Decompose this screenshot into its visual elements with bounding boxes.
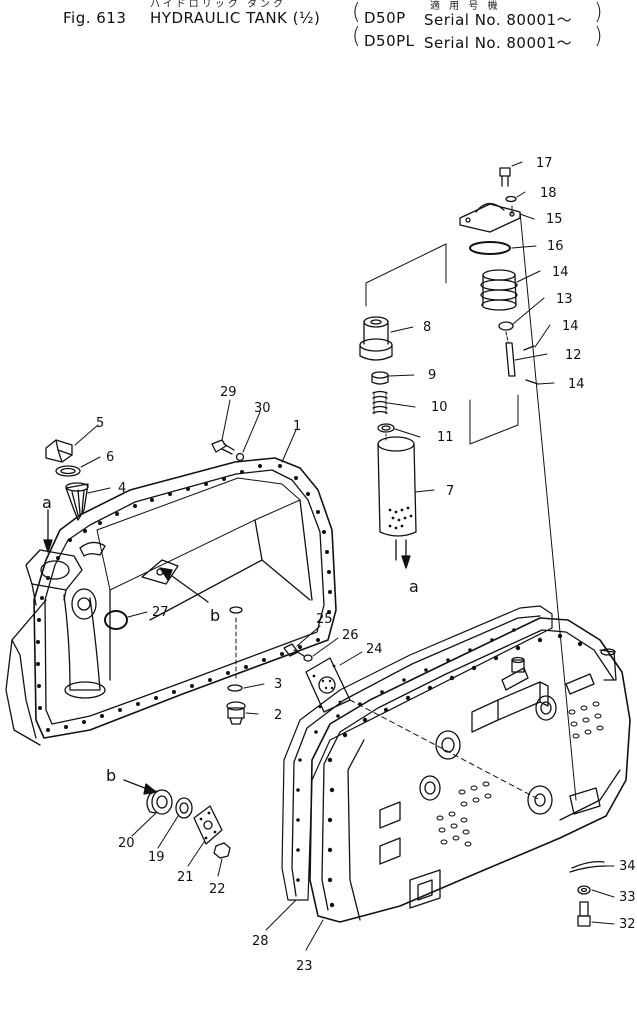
washer-19: [505, 195, 517, 203]
figure-number: Fig. 613: [63, 9, 127, 27]
wire-34: [571, 860, 605, 869]
bracket-close: ): [594, 0, 603, 25]
filter-assembly-outline-left: [365, 243, 447, 307]
breather-cap-16: [459, 202, 521, 233]
bolt-32: [577, 901, 591, 927]
bracket-open: (: [352, 0, 361, 25]
flange-22: [193, 805, 223, 845]
plug-2: [226, 701, 246, 725]
filter-assembly-outline-right: [469, 394, 519, 445]
callout-24: 23: [296, 959, 313, 974]
callout-5: 5: [96, 416, 104, 431]
bellows-15: [480, 269, 518, 311]
gasket-17: [469, 241, 511, 255]
callout-10: 10: [431, 400, 448, 415]
callout-22: 21: [177, 870, 194, 885]
o-ring-11: [377, 423, 395, 433]
bracket-close-2: ): [594, 24, 603, 49]
ref-a-filter: a: [409, 577, 419, 596]
applicability-model-2: D50PL: [364, 32, 415, 50]
bolt-18: [499, 167, 511, 187]
filter-element-7: [377, 436, 417, 561]
valve-9: [371, 371, 389, 385]
tank-right-half: [296, 617, 631, 923]
washer-27: [303, 654, 313, 662]
gasket-29: [281, 605, 553, 901]
ref-b-adapter: b: [106, 766, 116, 785]
callout-19: 18: [540, 186, 557, 201]
callout-14-lower: 14: [568, 377, 585, 392]
callout-29: 28: [252, 934, 269, 949]
callout-20: 19: [148, 850, 165, 865]
callout-2: 2: [274, 708, 282, 723]
strainer-4: [65, 482, 89, 521]
callout-12: 12: [565, 348, 582, 363]
filter-cover-8: [359, 316, 393, 361]
applicable-japanese: 適 用 号 機: [430, 1, 501, 12]
filler-cap-5: [45, 439, 73, 463]
applicability-serial-2: Serial No. 80001～: [424, 34, 573, 52]
callout-26: 25: [316, 612, 333, 627]
callout-16: 15: [546, 212, 563, 227]
figure-title: HYDRAULIC TANK (½): [150, 9, 321, 27]
washer-33: [577, 885, 591, 895]
callout-14-upper: 14: [562, 319, 579, 334]
callout-34: 34: [619, 859, 636, 874]
callout-25: 24: [366, 642, 383, 657]
callout-30: 29: [220, 385, 237, 400]
bolt-30: [211, 439, 235, 455]
callout-33: 33: [619, 890, 636, 905]
ref-b-bracket: b: [210, 606, 220, 625]
callout-21: 20: [118, 836, 135, 851]
callout-31: 30: [254, 401, 271, 416]
callout-9: 9: [428, 368, 436, 383]
callout-32: 32: [619, 917, 636, 932]
adapter-21: [146, 789, 173, 815]
gasket-6: [55, 465, 81, 477]
callout-18: 17: [536, 156, 553, 171]
callout-7: 7: [446, 484, 454, 499]
callout-6: 6: [106, 450, 114, 465]
callout-28: 27: [152, 605, 169, 620]
washer-31: [235, 452, 245, 462]
applicability-model-1: D50P: [364, 9, 406, 27]
callout-23: 22: [209, 882, 226, 897]
applicability-serial-1: Serial No. 80001～: [424, 11, 573, 29]
title-japanese: ハイドロリック タンク: [150, 0, 286, 10]
flange-plate-25: [305, 657, 351, 713]
arrow-a-filter: [401, 539, 411, 569]
callout-11: 11: [437, 430, 454, 445]
callout-8: 8: [423, 320, 431, 335]
callout-3: 3: [274, 677, 282, 692]
washer-small: [229, 606, 243, 614]
arrow-a-left: [43, 509, 53, 553]
o-ring-20: [175, 797, 193, 819]
ref-a-left: a: [42, 493, 52, 512]
tank-left-half: [5, 457, 337, 746]
callout-15: 14: [552, 265, 569, 280]
bracket-open-2: (: [352, 24, 361, 49]
callout-4: 4: [118, 481, 126, 496]
callout-1: 1: [293, 419, 301, 434]
callout-13: 13: [556, 292, 573, 307]
bolt-26: [283, 643, 305, 657]
pin-12: [505, 342, 516, 377]
spring-10: [372, 390, 388, 414]
o-ring-3: [227, 684, 243, 692]
o-ring-28: [104, 610, 128, 630]
callout-27: 26: [342, 628, 359, 643]
arrow-b-adapter: [123, 779, 157, 795]
arrow-b-bracket: [159, 567, 209, 603]
washer-13: [498, 321, 514, 331]
nut-23: [213, 842, 231, 859]
callout-17: 16: [547, 239, 564, 254]
